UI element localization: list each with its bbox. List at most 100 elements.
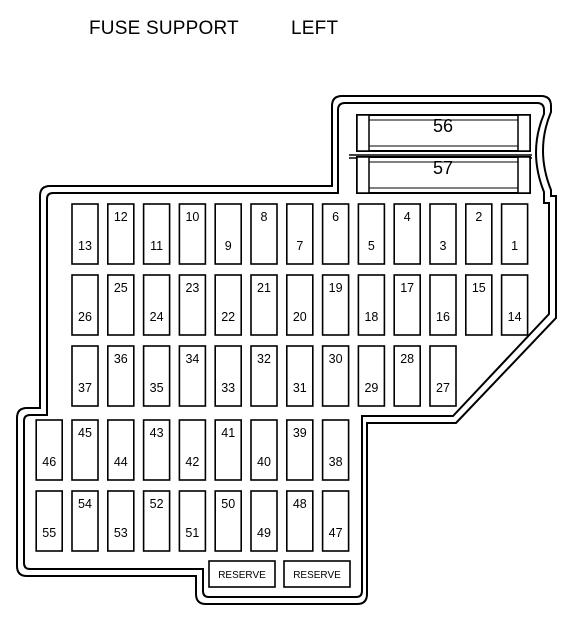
fuse-label: 30 — [329, 352, 343, 366]
fuse-label: 55 — [42, 526, 56, 540]
fuse-2: 2 — [464, 203, 493, 265]
fuse-label: 39 — [293, 426, 307, 440]
fuse-33: 33 — [214, 345, 242, 407]
fuse-42: 42 — [178, 419, 207, 481]
fuse-label: 49 — [257, 526, 271, 540]
fuse-47: 47 — [321, 490, 350, 552]
fuse-6: 6 — [321, 203, 350, 265]
fuse-label: 8 — [261, 210, 268, 224]
fuse-28: 28 — [393, 345, 422, 407]
fuse-label: 4 — [404, 210, 411, 224]
fuse-17: 17 — [393, 274, 422, 336]
fuse-label: 32 — [257, 352, 271, 366]
fuse-label: 9 — [225, 239, 232, 253]
fuse-12: 12 — [107, 203, 135, 265]
fuse-32: 32 — [250, 345, 278, 407]
fuse-label: 31 — [293, 381, 307, 395]
fuse-44: 44 — [107, 419, 135, 481]
fuse-label: 11 — [150, 239, 163, 253]
fuse-label: 15 — [472, 281, 486, 295]
fuse-label: 35 — [150, 381, 164, 395]
fuse-label: 20 — [293, 310, 307, 324]
fuse-label: 40 — [257, 455, 271, 469]
fuse-label: 12 — [114, 210, 128, 224]
fuse-35: 35 — [142, 345, 171, 407]
fuse-1: 1 — [500, 203, 529, 265]
fuse-26: 26 — [71, 274, 99, 336]
reserve-slot: RESERVE — [208, 560, 276, 588]
fuse-57: 57 — [356, 156, 531, 194]
reserve-slot: RESERVE — [283, 560, 351, 588]
fuse-51: 51 — [178, 490, 207, 552]
fuse-56: 56 — [356, 114, 531, 152]
fuse-label: 43 — [150, 426, 164, 440]
fuse-label: 13 — [78, 239, 92, 253]
fuse-11: 11 — [142, 203, 171, 265]
fuse-label: 18 — [364, 310, 378, 324]
fuse-box-inner-outline — [23, 102, 550, 598]
reserve-label: RESERVE — [293, 570, 341, 581]
fuse-label: 22 — [221, 310, 235, 324]
fuse-label: 41 — [221, 426, 235, 440]
fuse-9: 9 — [214, 203, 242, 265]
fuse-label: 44 — [114, 455, 128, 469]
fuse-34: 34 — [178, 345, 207, 407]
fuse-4: 4 — [393, 203, 422, 265]
fuse-48: 48 — [286, 490, 314, 552]
fuse-label: 26 — [78, 310, 92, 324]
fuse-label: 24 — [150, 310, 164, 324]
fuse-label: 3 — [440, 239, 447, 253]
fuse-label: 5 — [368, 239, 375, 253]
fuse-10: 10 — [178, 203, 207, 265]
fuse-43: 43 — [142, 419, 171, 481]
fuse-54: 54 — [71, 490, 99, 552]
fuse-24: 24 — [142, 274, 171, 336]
fuse-label: 38 — [329, 455, 343, 469]
diagram-side-label: LEFT — [291, 18, 339, 39]
fuse-label: 48 — [293, 497, 307, 511]
fuse-label: 45 — [78, 426, 92, 440]
fuse-30: 30 — [321, 345, 350, 407]
fuse-5: 5 — [357, 203, 386, 265]
fuse-label: 29 — [364, 381, 378, 395]
fuse-45: 45 — [71, 419, 99, 481]
fuse-7: 7 — [285, 203, 314, 265]
fuse-16: 16 — [429, 274, 457, 336]
fuse-label: 47 — [329, 526, 343, 540]
fuse-50: 50 — [214, 490, 243, 552]
fuse-38: 38 — [321, 419, 350, 481]
fuse-40: 40 — [250, 419, 278, 481]
fuse-36: 36 — [107, 345, 135, 407]
fuse-27: 27 — [429, 345, 457, 407]
fuse-label: 53 — [114, 526, 128, 540]
fuse-label: 51 — [185, 526, 199, 540]
fuse-label: 33 — [221, 381, 235, 395]
fuse-15: 15 — [464, 274, 493, 336]
fuse-label: 25 — [114, 281, 128, 295]
fuse-25: 25 — [107, 274, 135, 336]
fuse-label: 1 — [511, 239, 518, 253]
fuse-label: 10 — [185, 210, 199, 224]
fuse-label: 7 — [296, 239, 303, 253]
fuse-20: 20 — [285, 274, 314, 336]
fuse-box-outer-outline — [16, 95, 557, 605]
fuse-53: 53 — [107, 490, 135, 552]
fuse-19: 19 — [321, 274, 350, 336]
fuse-22: 22 — [214, 274, 242, 336]
fuse-21: 21 — [250, 274, 278, 336]
fuse-3: 3 — [429, 203, 457, 265]
fuse-label: 17 — [400, 281, 414, 295]
fuse-37: 37 — [71, 345, 99, 407]
fuse-label: 19 — [329, 281, 343, 295]
fuse-label: 36 — [114, 352, 128, 366]
fuse-label: 42 — [185, 455, 199, 469]
fuse-label: 56 — [433, 116, 453, 136]
fuse-label: 52 — [150, 497, 164, 511]
fuse-label: 46 — [42, 455, 56, 469]
fuse-41: 41 — [214, 419, 243, 481]
fuse-label: 57 — [433, 158, 453, 178]
fuse-49: 49 — [250, 490, 278, 552]
fuse-label: 37 — [78, 381, 92, 395]
fuse-52: 52 — [142, 490, 171, 552]
fuse-label: 6 — [332, 210, 339, 224]
